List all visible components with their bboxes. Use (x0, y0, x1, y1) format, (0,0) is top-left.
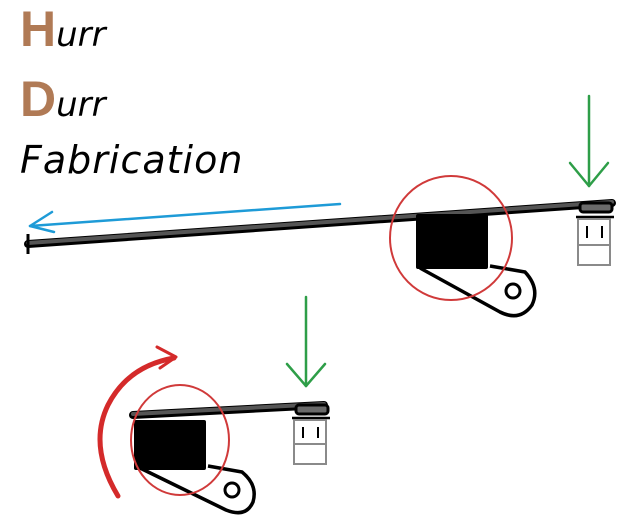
title-durr: Durr (20, 74, 106, 124)
force-arrow-icon-bottom (285, 295, 327, 388)
rotation-arrow-icon (97, 345, 178, 499)
servo-icon-bottom (134, 420, 256, 515)
end-cap-icon-bottom (292, 403, 330, 465)
highlight-circle-top (389, 175, 513, 301)
title-rest-urr-2: urr (56, 85, 106, 125)
servo-icon (416, 214, 537, 318)
title-hurr: Hurr (20, 4, 106, 54)
long-beam (24, 199, 616, 254)
title-rest-urr-1: urr (56, 15, 106, 55)
title-initial-h: H (20, 1, 57, 57)
highlight-circle-bottom (130, 384, 230, 496)
bottom-assembly (97, 295, 330, 515)
short-beam (129, 401, 328, 419)
title-fabrication: Fabrication (20, 138, 244, 182)
end-cap-icon (576, 201, 614, 266)
force-arrow-icon (568, 94, 610, 188)
top-assembly (24, 94, 616, 318)
title-initial-d: D (20, 71, 57, 127)
motion-arrow-icon (28, 202, 342, 234)
